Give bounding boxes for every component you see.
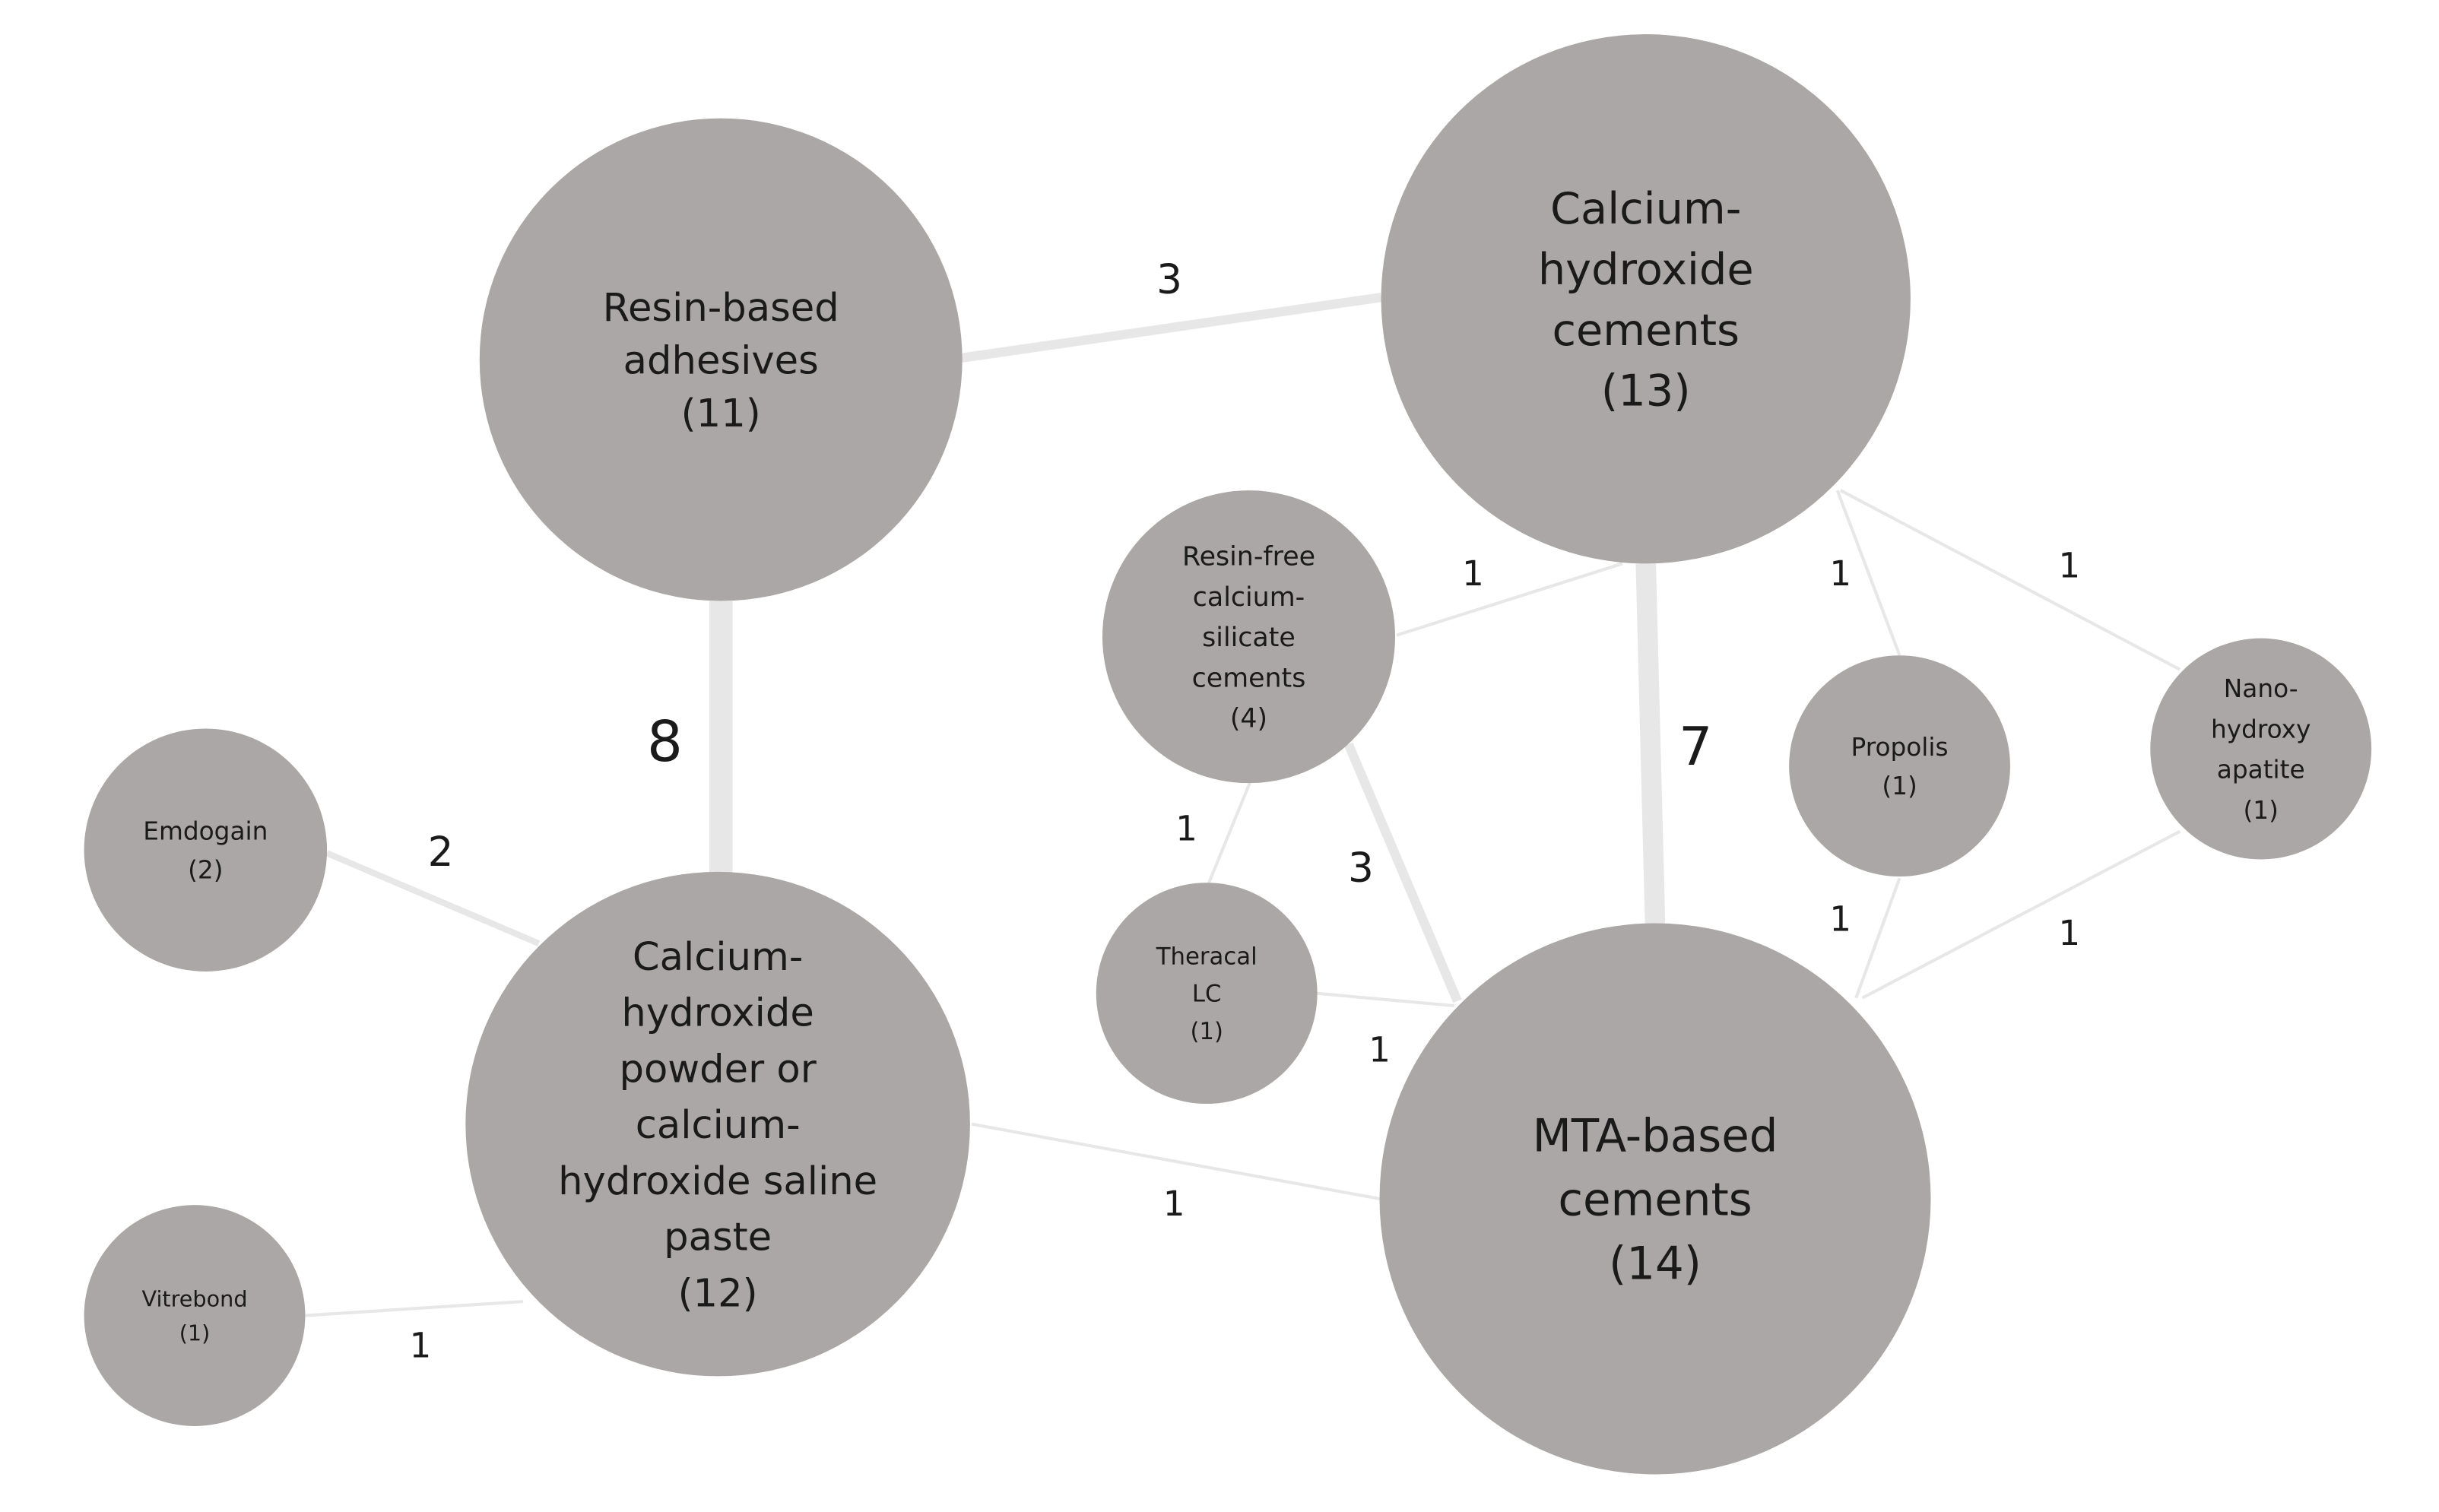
- node-calcium-hydroxide-cements: Calcium-hydroxide cements (13): [1381, 34, 1911, 564]
- nodes-layer: Resin-based adhesives (11) Calcium-hydroxid…: [84, 34, 2372, 1475]
- edge-resin-free-to-mta: [1343, 742, 1462, 1003]
- node-label-line: (12): [678, 1270, 758, 1316]
- node-label-line: Calcium-: [633, 934, 803, 980]
- node-label-line: Vitrebond: [141, 1285, 247, 1311]
- node-label-line: LC: [1192, 981, 1222, 1008]
- edge-resin-free-to-theracal: [1207, 781, 1252, 886]
- edge-theracal-to-mta: [1315, 991, 1455, 1008]
- edge-weight-label: 1: [1369, 1029, 1391, 1070]
- node-circle: [1102, 490, 1396, 784]
- edge-weight-label: 1: [410, 1326, 432, 1366]
- node-label-line: hydroxide: [1538, 244, 1754, 295]
- edge-ca-oh-cements-to-resin-free: [1396, 562, 1623, 637]
- node-label-line: (2): [188, 856, 223, 885]
- node-label-line: (4): [1230, 704, 1267, 734]
- node-label-line: hydroxide saline: [558, 1159, 877, 1204]
- edge-vitrebond-to-ca-oh-powder: [305, 1300, 524, 1317]
- node-label-line: (1): [1190, 1018, 1223, 1045]
- edge-weight-label: 1: [1462, 553, 1484, 594]
- edge-resin-adhesives-to-ca-oh-cements: [959, 293, 1382, 363]
- edge-weight-label: 1: [2058, 546, 2080, 586]
- edge-weight-label: 1: [2058, 913, 2080, 953]
- edge-ca-oh-cements-to-nano-ha: [1839, 489, 2181, 671]
- node-label-line: Theracal: [1156, 943, 1258, 971]
- node-calcium-hydroxide-powder: Calcium-hydroxide powder or calcium-hydrox…: [465, 871, 970, 1377]
- node-label-line: (13): [1601, 366, 1691, 417]
- node-mta-based-cements: MTA-based cements (14): [1379, 923, 1931, 1475]
- node-vitrebond: Vitrebond (1): [84, 1205, 306, 1426]
- node-label-line: apatite: [2217, 756, 2305, 785]
- edge-labels-layer: 3 8 7 1 1 1 1 3 1 1 1 2 1 1: [410, 255, 2081, 1365]
- edge-ca-oh-powder-to-mta: [971, 1122, 1380, 1200]
- node-label-line: MTA-based: [1533, 1110, 1778, 1162]
- node-label-line: Resin-based: [603, 285, 839, 331]
- node-label-line: Emdogain: [143, 816, 268, 845]
- node-circle: [84, 728, 328, 972]
- node-label-line: silicate: [1202, 623, 1296, 653]
- edge-nano-ha-to-mta: [1861, 829, 2181, 1000]
- node-label-line: hydroxy: [2211, 715, 2311, 743]
- node-label-line: (11): [681, 391, 761, 436]
- node-label-line: (1): [2244, 796, 2279, 825]
- node-label-line: calcium-: [1193, 582, 1305, 613]
- edge-ca-oh-cements-to-mta: [1635, 563, 1666, 927]
- node-resin-free-calcium-silicate-cements: Resin-free calcium-silicate cements (4): [1102, 490, 1396, 784]
- node-emdogain: Emdogain (2): [84, 728, 328, 972]
- edge-weight-label: 3: [1156, 255, 1182, 303]
- edge-weight-label: 1: [1163, 1184, 1185, 1224]
- node-label-line: Nano-: [2224, 674, 2298, 703]
- edge-weight-label: 2: [428, 829, 454, 876]
- node-circle: [1789, 655, 2010, 877]
- node-label-line: paste: [664, 1215, 772, 1260]
- edge-weight-label: 1: [1829, 899, 1851, 939]
- node-circle: [1381, 34, 1911, 564]
- node-label-line: (14): [1609, 1238, 1702, 1290]
- node-label-line: (1): [1882, 772, 1917, 800]
- edge-ca-oh-cements-to-propolis: [1835, 490, 1901, 656]
- node-label-line: cements: [1552, 305, 1740, 356]
- node-label-line: Calcium-: [1550, 183, 1741, 234]
- node-label-line: Propolis: [1851, 733, 1949, 762]
- node-label-line: calcium-: [636, 1102, 801, 1148]
- node-circle: [465, 871, 970, 1377]
- edge-weight-label: 3: [1348, 844, 1374, 891]
- node-label-line: powder or: [619, 1046, 817, 1092]
- node-label-line: cements: [1192, 663, 1306, 693]
- node-circle: [84, 1205, 306, 1426]
- node-circle: [479, 118, 963, 601]
- edge-weight-label: 1: [1829, 553, 1851, 594]
- node-label-line: (1): [179, 1320, 211, 1346]
- edges-layer: [305, 293, 2181, 1317]
- node-label-line: cements: [1558, 1174, 1752, 1226]
- node-circle: [2150, 638, 2372, 860]
- edge-emdogain-to-ca-oh-powder: [325, 850, 541, 946]
- node-propolis: Propolis (1): [1789, 655, 2010, 877]
- node-circle: [1096, 883, 1318, 1105]
- edge-weight-label: 8: [647, 710, 683, 775]
- node-label-line: adhesives: [623, 338, 819, 384]
- node-circle: [1379, 923, 1931, 1475]
- node-resin-based-adhesives: Resin-based adhesives (11): [479, 118, 963, 601]
- node-label-line: Resin-free: [1182, 542, 1315, 572]
- node-nano-hydroxy-apatite: Nano-hydroxy apatite (1): [2150, 638, 2372, 860]
- edge-weight-label: 7: [1679, 716, 1712, 778]
- edge-weight-label: 1: [1175, 809, 1197, 849]
- node-label-line: hydroxide: [621, 991, 814, 1036]
- edge-propolis-to-mta: [1854, 877, 1901, 999]
